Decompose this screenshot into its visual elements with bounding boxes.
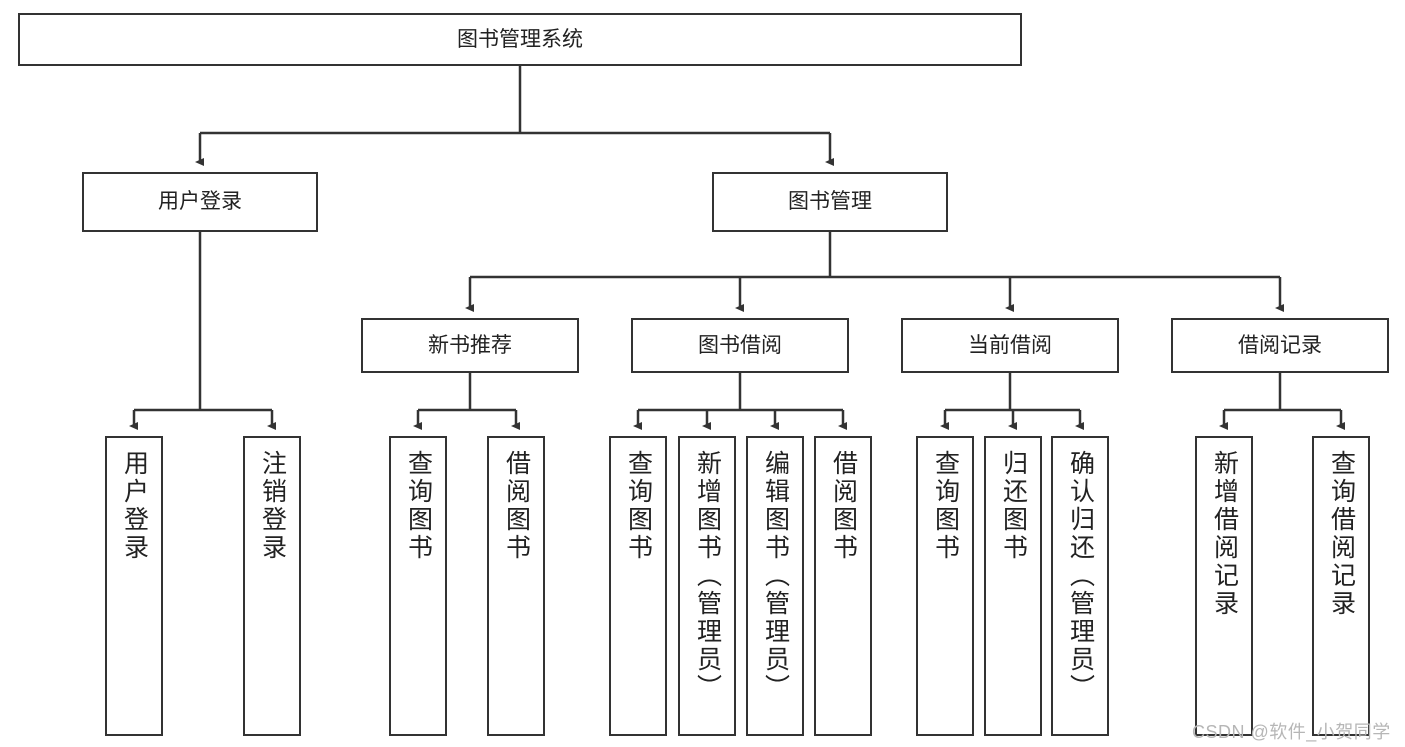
node-label: 新书推荐	[428, 333, 512, 357]
node-label: 图书借阅	[698, 333, 782, 357]
node-label: 编辑图书（管理员）	[761, 450, 790, 702]
node-label: 注销登录	[258, 450, 287, 562]
node-label: 用户登录	[158, 190, 242, 214]
node-label: 图书管理系统	[457, 27, 583, 51]
node-leaf-query-record[interactable]: 查询借阅记录	[1312, 436, 1370, 736]
node-label: 确认归还（管理员）	[1066, 450, 1095, 702]
node-leaf-confirm-return[interactable]: 确认归还（管理员）	[1051, 436, 1109, 736]
node-user-login[interactable]: 用户登录	[82, 172, 318, 232]
node-root[interactable]: 图书管理系统	[18, 13, 1022, 66]
node-leaf-borrow-book-2[interactable]: 借阅图书	[814, 436, 872, 736]
node-label: 查询借阅记录	[1327, 450, 1356, 618]
node-label: 查询图书	[624, 450, 653, 562]
node-label: 当前借阅	[968, 333, 1052, 357]
node-label: 查询图书	[931, 450, 960, 562]
node-leaf-user-logout[interactable]: 注销登录	[243, 436, 301, 736]
node-leaf-user-login[interactable]: 用户登录	[105, 436, 163, 736]
node-leaf-add-record[interactable]: 新增借阅记录	[1195, 436, 1253, 736]
csdn-watermark: CSDN @软件_小贺同学	[1192, 722, 1391, 742]
node-leaf-edit-book[interactable]: 编辑图书（管理员）	[746, 436, 804, 736]
node-leaf-return-book[interactable]: 归还图书	[984, 436, 1042, 736]
node-borrow-record[interactable]: 借阅记录	[1171, 318, 1389, 373]
node-label: 用户登录	[120, 450, 149, 562]
node-leaf-query-book-1[interactable]: 查询图书	[389, 436, 447, 736]
node-label: 归还图书	[999, 450, 1028, 562]
node-label: 借阅图书	[502, 450, 531, 562]
node-leaf-borrow-book-1[interactable]: 借阅图书	[487, 436, 545, 736]
node-label: 借阅记录	[1238, 333, 1322, 357]
node-label: 新增借阅记录	[1210, 450, 1239, 618]
node-leaf-query-book-3[interactable]: 查询图书	[916, 436, 974, 736]
node-label: 查询图书	[404, 450, 433, 562]
node-book-borrow[interactable]: 图书借阅	[631, 318, 849, 373]
node-book-manage[interactable]: 图书管理	[712, 172, 948, 232]
node-leaf-query-book-2[interactable]: 查询图书	[609, 436, 667, 736]
node-label: 借阅图书	[829, 450, 858, 562]
node-new-book-rec[interactable]: 新书推荐	[361, 318, 579, 373]
node-label: 新增图书（管理员）	[693, 450, 722, 702]
node-label: 图书管理	[788, 190, 872, 214]
node-current-borrow[interactable]: 当前借阅	[901, 318, 1119, 373]
node-leaf-add-book[interactable]: 新增图书（管理员）	[678, 436, 736, 736]
